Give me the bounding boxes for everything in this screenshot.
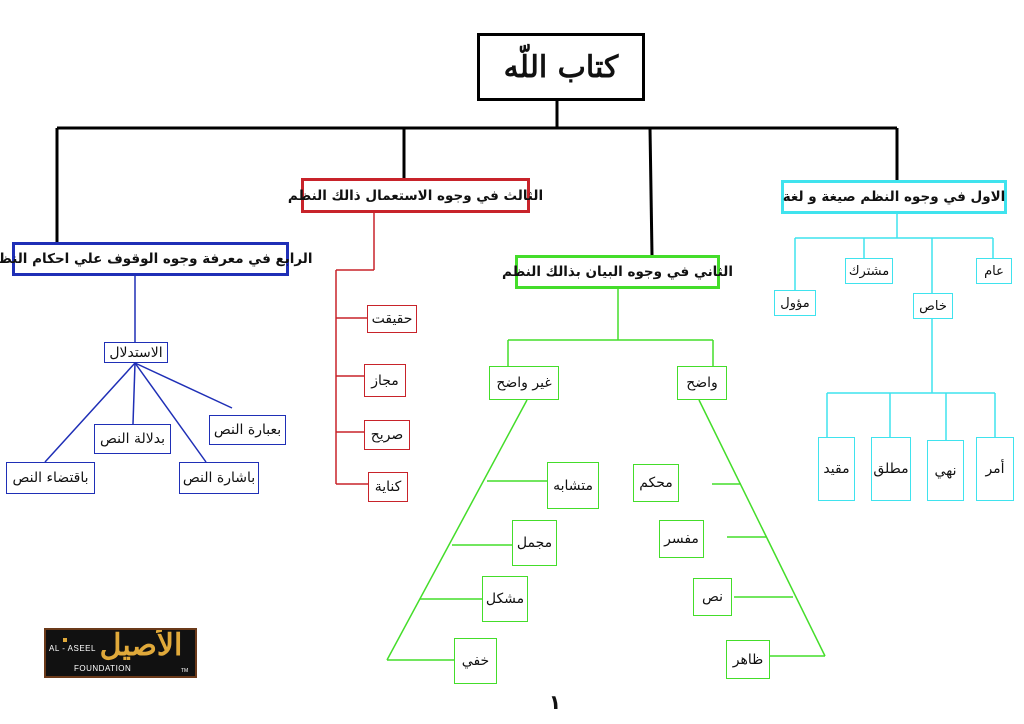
node-ibarat: بعبارة النص bbox=[209, 415, 286, 445]
logo-line2: FOUNDATION bbox=[74, 664, 132, 673]
branch1-heading: الاول في وجوه النظم صيغة و لغة bbox=[781, 180, 1007, 214]
node-mutlaq: مطلق bbox=[871, 437, 911, 501]
branch4-lines bbox=[44, 276, 233, 463]
node-ghair-wadih: غير واضح bbox=[489, 366, 559, 400]
branch2-heading: الثاني في وجوه البيان بذالك النظم bbox=[502, 255, 733, 289]
node-amr: أمر bbox=[976, 437, 1014, 501]
node-kinaya: كناية bbox=[368, 472, 408, 502]
node-mujmal: مجمل bbox=[512, 520, 557, 566]
node-ishara: باشارة النص bbox=[179, 462, 259, 494]
node-istidlal: الاستدلال bbox=[104, 342, 168, 363]
node-mushkil: مشكل bbox=[482, 576, 528, 622]
branch2-lines bbox=[386, 289, 826, 661]
branch4-heading: الرابع في معرفة وجوه الوقوف علي احكام ال… bbox=[0, 242, 313, 276]
page-number: ١ bbox=[548, 690, 562, 714]
branch1-lines bbox=[794, 214, 996, 440]
logo-line1: AL - ASEEL bbox=[49, 644, 96, 653]
node-nass: نص bbox=[693, 578, 732, 616]
node-muawwal: مؤول bbox=[774, 290, 816, 316]
node-iqtida: باقتضاء النص bbox=[6, 462, 95, 494]
logo-arabic: الأصيل bbox=[99, 628, 183, 663]
node-nahy: نهي bbox=[927, 440, 964, 501]
node-khafi: خفي bbox=[454, 638, 497, 684]
node-sarih: صريح bbox=[364, 420, 410, 450]
node-khas: خاص bbox=[913, 293, 953, 319]
node-dalalat: بدلالة النص bbox=[94, 424, 171, 454]
node-mutashabih: متشابه bbox=[547, 462, 599, 509]
trunk-lines bbox=[55, 101, 899, 256]
node-muqayyad: مقيد bbox=[818, 437, 855, 501]
logo-tm: TM bbox=[181, 668, 189, 674]
node-aam: عام bbox=[976, 258, 1012, 284]
node-muhkam: محكم bbox=[633, 464, 679, 502]
root-title: كتاب اللّه bbox=[477, 33, 645, 101]
node-zahir: ظاهر bbox=[726, 640, 770, 679]
node-mushtarak: مشترك bbox=[845, 258, 893, 284]
branch3-heading: الثالث في وجوه الاستعمال ذالك النظم bbox=[288, 178, 543, 213]
node-wadih: واضح bbox=[677, 366, 727, 400]
al-aseel-logo: الأصيل AL - ASEEL FOUNDATION TM bbox=[44, 628, 197, 678]
node-mufassar: مفسر bbox=[659, 520, 704, 558]
branch3-lines bbox=[335, 213, 375, 485]
node-haqiqat: حقيقت bbox=[367, 305, 417, 333]
logo-mark-icon bbox=[63, 638, 67, 642]
node-majaz: مجاز bbox=[364, 364, 406, 397]
